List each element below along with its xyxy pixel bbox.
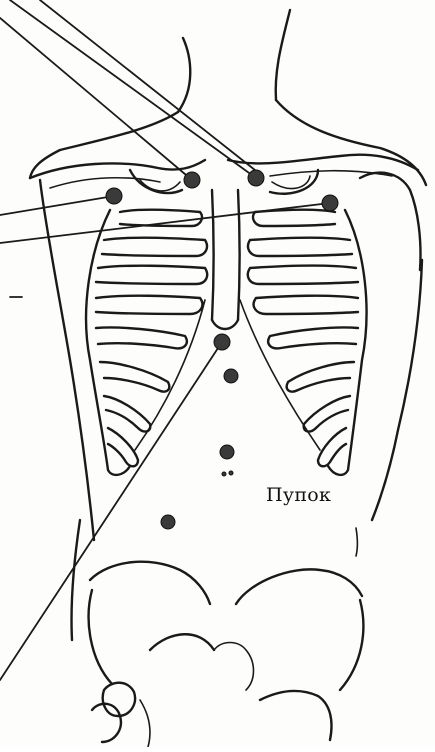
left-rib-8 [104,396,150,431]
pointer-line-left-mid-a [0,196,114,215]
pointer-line-upper-left-a [0,18,192,180]
left-rib-3 [102,238,207,256]
point-dot-3 [106,188,122,204]
left-rib-6 [96,327,187,348]
navel-label: Пупок [266,484,331,506]
pelvic-inlet [150,634,214,650]
right-iliac-crest [236,569,362,604]
right-waist-mark [356,528,358,556]
sternum-left-edge [212,190,214,320]
right-shoulder-joint [360,173,421,270]
left-hip-line [140,700,150,747]
right-rib-9 [318,428,346,466]
pelvis-right-wing [340,600,363,690]
right-pelvic-outline [260,691,332,740]
left-rib-9 [108,428,138,466]
neck-right-outline [276,10,290,100]
sternum-right-edge [238,190,240,320]
right-rib-7 [287,362,354,392]
right-costal-margin [240,300,320,450]
point-dot-7 [220,445,234,459]
pointer-line-upper-left-b [10,0,256,178]
right-rib-6 [268,327,358,348]
navel-mark-b [229,471,233,475]
right-rib-4 [248,266,358,284]
xiphoid-process [212,320,238,329]
right-rib-2 [253,210,335,226]
point-dot-8 [161,515,175,529]
point-dot-2 [248,170,264,186]
pelvis-left-wing [89,590,112,684]
point-dot-1 [184,172,200,188]
point-dot-4 [322,195,338,211]
pointer-line-lower-left [0,342,222,680]
right-first-rib-inner [272,176,310,189]
right-rib-3 [248,238,352,256]
left-iliac-crest [90,562,210,604]
sacrum-outline [214,643,254,691]
left-costal-margin [135,300,205,450]
right-body-contour [372,260,422,520]
neck-left-outline [178,38,190,112]
left-rib-7 [100,362,169,392]
right-clavicle [228,155,418,170]
point-dot-6 [224,369,238,383]
navel-mark-a [222,472,226,476]
right-rib-5 [254,296,358,314]
point-dot-5 [214,334,230,350]
right-rib-8 [304,396,350,431]
left-rib-5 [96,296,202,314]
left-flank-contour [71,520,80,640]
left-rib-4 [96,266,207,284]
